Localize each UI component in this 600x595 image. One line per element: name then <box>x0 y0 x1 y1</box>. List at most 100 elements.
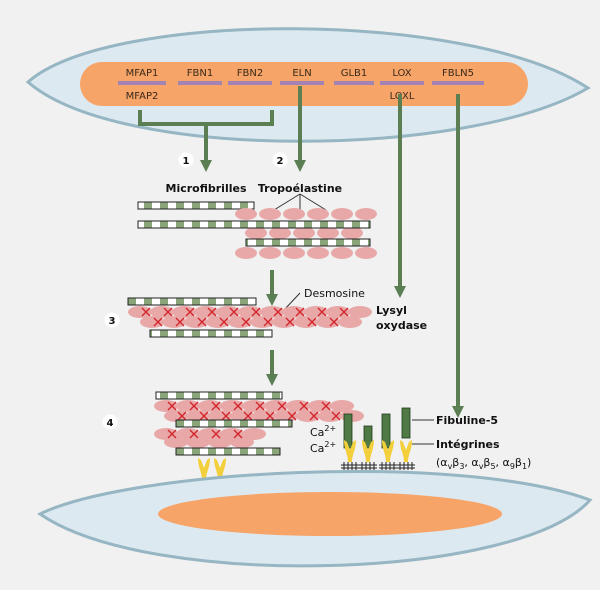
gene-loxl: LOXL <box>390 91 415 102</box>
tropoelastin-monomer <box>186 410 210 422</box>
tropoelastin-monomer <box>259 247 281 259</box>
arrows <box>138 86 464 418</box>
desmosine-crosslink <box>197 317 207 327</box>
tropoelastin-monomer <box>150 306 174 318</box>
label-lysyl: Lysyl <box>376 304 407 317</box>
tropoelastin-monomer <box>154 400 178 412</box>
tropoelastin-monomer <box>250 316 274 328</box>
microfibril <box>245 238 371 247</box>
tropoelastin-monomer <box>164 410 188 422</box>
tropoelastin-monomer <box>208 436 232 448</box>
desmosine-crosslink <box>241 317 251 327</box>
svg-text:1: 1 <box>183 156 190 167</box>
gene-fbln5: FBLN5 <box>442 68 474 79</box>
integrin-receptor <box>400 440 412 462</box>
integrin-receptor <box>344 440 356 462</box>
tropoelastin-monomer <box>128 306 152 318</box>
desmosine-crosslink <box>167 429 177 439</box>
desmosine-crosslink <box>141 307 151 317</box>
microfibril <box>175 419 293 428</box>
label-ca-1: Ca2+ <box>310 424 336 439</box>
gene-mfap1: MFAP1 <box>126 68 159 79</box>
tropoelastin-monomer <box>172 306 196 318</box>
tropoelastin-monomer <box>238 306 262 318</box>
tropoelastin-monomer <box>294 316 318 328</box>
gene-bar-eln <box>280 81 324 85</box>
desmosine-crosslink <box>321 401 331 411</box>
gene-bar-fbn1 <box>178 81 222 85</box>
tropoelastin-monomer <box>330 400 354 412</box>
desmosine-crosslink <box>331 411 341 421</box>
tropoelastin-monomer <box>282 306 306 318</box>
tropoelastin-monomer <box>316 316 340 328</box>
svg-text:3: 3 <box>109 316 116 327</box>
desmosine-crosslink <box>221 411 231 421</box>
microfibril <box>137 220 371 229</box>
gene-bar-glb1 <box>334 81 374 85</box>
svg-text:4: 4 <box>107 418 114 429</box>
tropoelastin-monomer <box>318 410 342 422</box>
gene-lox: LOX <box>392 68 411 79</box>
desmosine-crosslink <box>285 317 295 327</box>
tropoelastin-monomer <box>235 247 257 259</box>
tropoelastin-monomer <box>304 306 328 318</box>
integrin-receptor <box>382 440 394 462</box>
tropoelastin-monomer <box>186 436 210 448</box>
gene-bar-lox <box>380 81 424 85</box>
tropoelastin-monomer <box>272 316 296 328</box>
assembly-stage-3: Desmosine Lysyl oxydase <box>127 287 427 338</box>
desmosine-crosslink <box>163 307 173 317</box>
tropoelastin-monomer <box>341 227 363 239</box>
desmosine-crosslink <box>265 411 275 421</box>
bracket-microfibril-genes <box>138 110 274 126</box>
tropoelastin-monomer <box>216 306 240 318</box>
tropoelastin-monomer <box>194 306 218 318</box>
tropoelastin-monomer <box>242 400 266 412</box>
label-integrines: Intégrines <box>436 438 500 451</box>
desmosine-crosslink <box>287 411 297 421</box>
tropoelastin-monomer <box>252 410 276 422</box>
tropoelastin-monomer <box>283 208 305 220</box>
desmosine-crosslink <box>175 317 185 327</box>
gene-fbn2: FBN2 <box>237 68 263 79</box>
desmosine-crosslink <box>299 401 309 411</box>
desmosine-crosslink <box>251 307 261 317</box>
nucleus-bottom <box>158 492 502 536</box>
tropoelastin-monomer <box>326 306 350 318</box>
tropoelastin-monomer <box>264 400 288 412</box>
label-desmosine: Desmosine <box>304 287 365 300</box>
tropoelastin-monomer <box>198 400 222 412</box>
desmosine-crosslink <box>233 401 243 411</box>
gene-bar-mfap1 <box>118 81 166 85</box>
desmosine-crosslink <box>189 429 199 439</box>
desmosine-crosslink <box>199 411 209 421</box>
label-tropoelastine: Tropoélastine <box>258 182 342 195</box>
desmosine-crosslink <box>207 307 217 317</box>
tropoelastin-monomer <box>338 316 362 328</box>
gene-glb1: GLB1 <box>341 68 368 79</box>
desmosine-crosslink <box>243 411 253 421</box>
desmosine-crosslink <box>309 411 319 421</box>
tropoelastin-monomer <box>293 227 315 239</box>
tropoelastin-monomer <box>355 208 377 220</box>
assembly-stage-4: Fibuline-5 Ca2+ Ca2+ Intégrines (αvβ3, α… <box>154 391 531 488</box>
tropoelastin-monomer <box>164 436 188 448</box>
tropoelastin-monomer <box>348 306 372 318</box>
microfibril <box>137 201 255 210</box>
tropoelastin-monomer <box>331 247 353 259</box>
tropoelastin-monomer <box>286 400 310 412</box>
tropoelastin-monomer <box>184 316 208 328</box>
desmosine-crosslink <box>329 317 339 327</box>
step-1: 1 <box>178 152 194 168</box>
desmosine-crosslink <box>233 429 243 439</box>
desmosine-crosslink <box>263 317 273 327</box>
tropoelastin-monomer <box>140 316 164 328</box>
desmosine-crosslink <box>153 317 163 327</box>
desmosine-crosslink <box>317 307 327 317</box>
label-fibuline5: Fibuline-5 <box>436 414 498 427</box>
tropoelastin-monomer <box>230 410 254 422</box>
desmosine-crosslink <box>277 401 287 411</box>
desmosine-crosslink <box>185 307 195 317</box>
